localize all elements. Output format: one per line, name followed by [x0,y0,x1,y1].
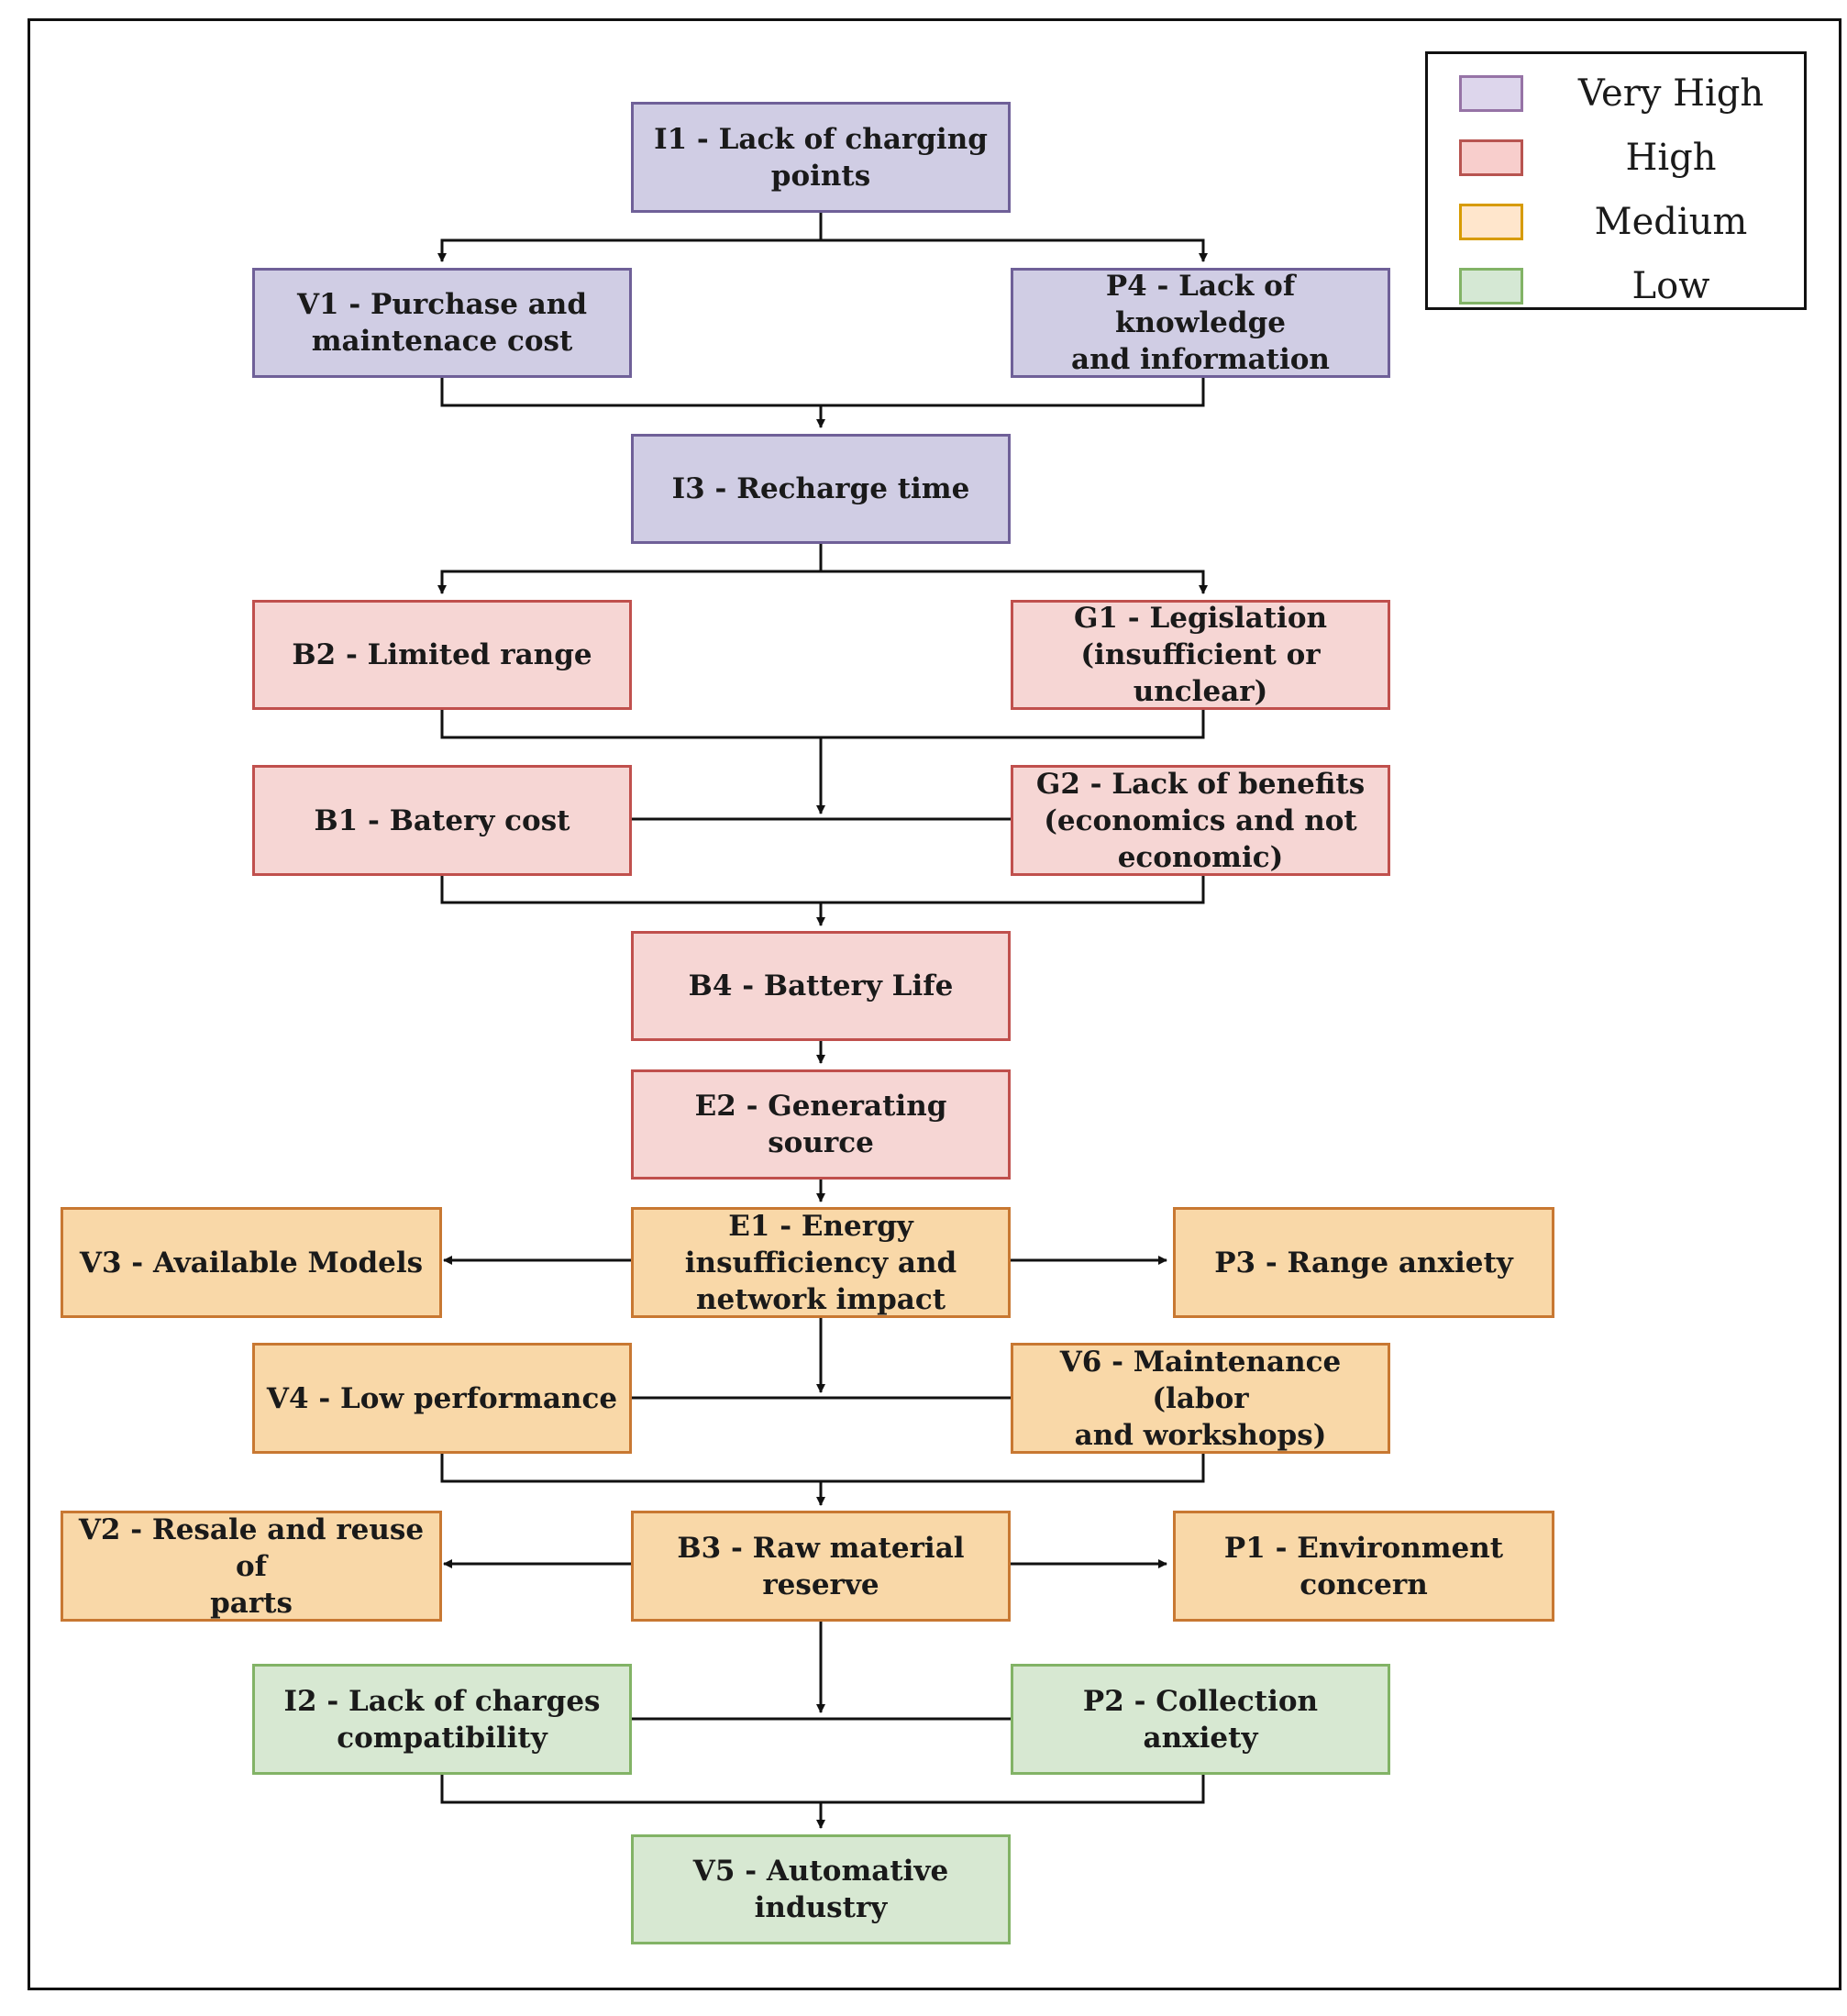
node-v1: V1 - Purchase and maintenace cost [252,268,632,378]
legend-swatch-low [1459,268,1523,305]
node-p2: P2 - Collection anxiety [1011,1664,1390,1775]
node-e1: E1 - Energy insufficiency and network im… [631,1207,1011,1318]
diagram-frame [28,18,1841,1990]
connector-v1-i3 [440,378,1205,407]
connector-i1-p4 [821,238,1208,262]
node-v3: V3 - Available Models [61,1207,442,1318]
node-p3: P3 - Range anxiety [1173,1207,1554,1318]
node-g2: G2 - Lack of benefits (economics and not… [1011,765,1390,876]
legend-swatch-very-high [1459,75,1523,112]
legend-item-low: Low [1428,254,1804,318]
connector-b2-g1-merge [440,710,1205,739]
node-v2: V2 - Resale and reuse of parts [61,1511,442,1622]
node-i2: I2 - Lack of charges compatibility [252,1664,632,1775]
node-b2: B2 - Limited range [252,600,632,710]
legend-swatch-high [1459,139,1523,176]
node-v6: V6 - Maintenance (labor and workshops) [1011,1343,1390,1454]
node-i3: I3 - Recharge time [631,434,1011,544]
node-v5: V5 - Automative industry [631,1834,1011,1944]
node-b4: B4 - Battery Life [631,931,1011,1041]
node-p1: P1 - Environment concern [1173,1511,1554,1622]
connector-v4-v6-merge [440,1454,1205,1483]
connector-i1-v1 [437,213,823,262]
legend: Very High High Medium Low [1425,51,1807,310]
node-p4: P4 - Lack of knowledge and information [1011,268,1390,378]
legend-label-high: High [1625,137,1717,179]
node-b3: B3 - Raw material reserve [631,1511,1011,1622]
legend-item-very-high: Very High [1428,61,1804,126]
connector-i2-p2-merge [440,1775,1205,1804]
connector-b1-g2-merge [440,876,1205,904]
legend-item-high: High [1428,126,1804,190]
node-i1: I1 - Lack of charging points [631,102,1011,213]
connector-i3-b2 [437,544,823,594]
legend-swatch-medium [1459,204,1523,240]
node-b1: B1 - Batery cost [252,765,632,876]
legend-label-very-high: Very High [1577,72,1764,115]
legend-label-low: Low [1631,265,1710,307]
node-g1: G1 - Legislation (insufficient or unclea… [1011,600,1390,710]
node-v4: V4 - Low performance [252,1343,632,1454]
node-e2: E2 - Generating source [631,1069,1011,1180]
legend-label-medium: Medium [1594,201,1748,243]
legend-item-medium: Medium [1428,190,1804,254]
connector-i3-g1 [821,570,1208,594]
